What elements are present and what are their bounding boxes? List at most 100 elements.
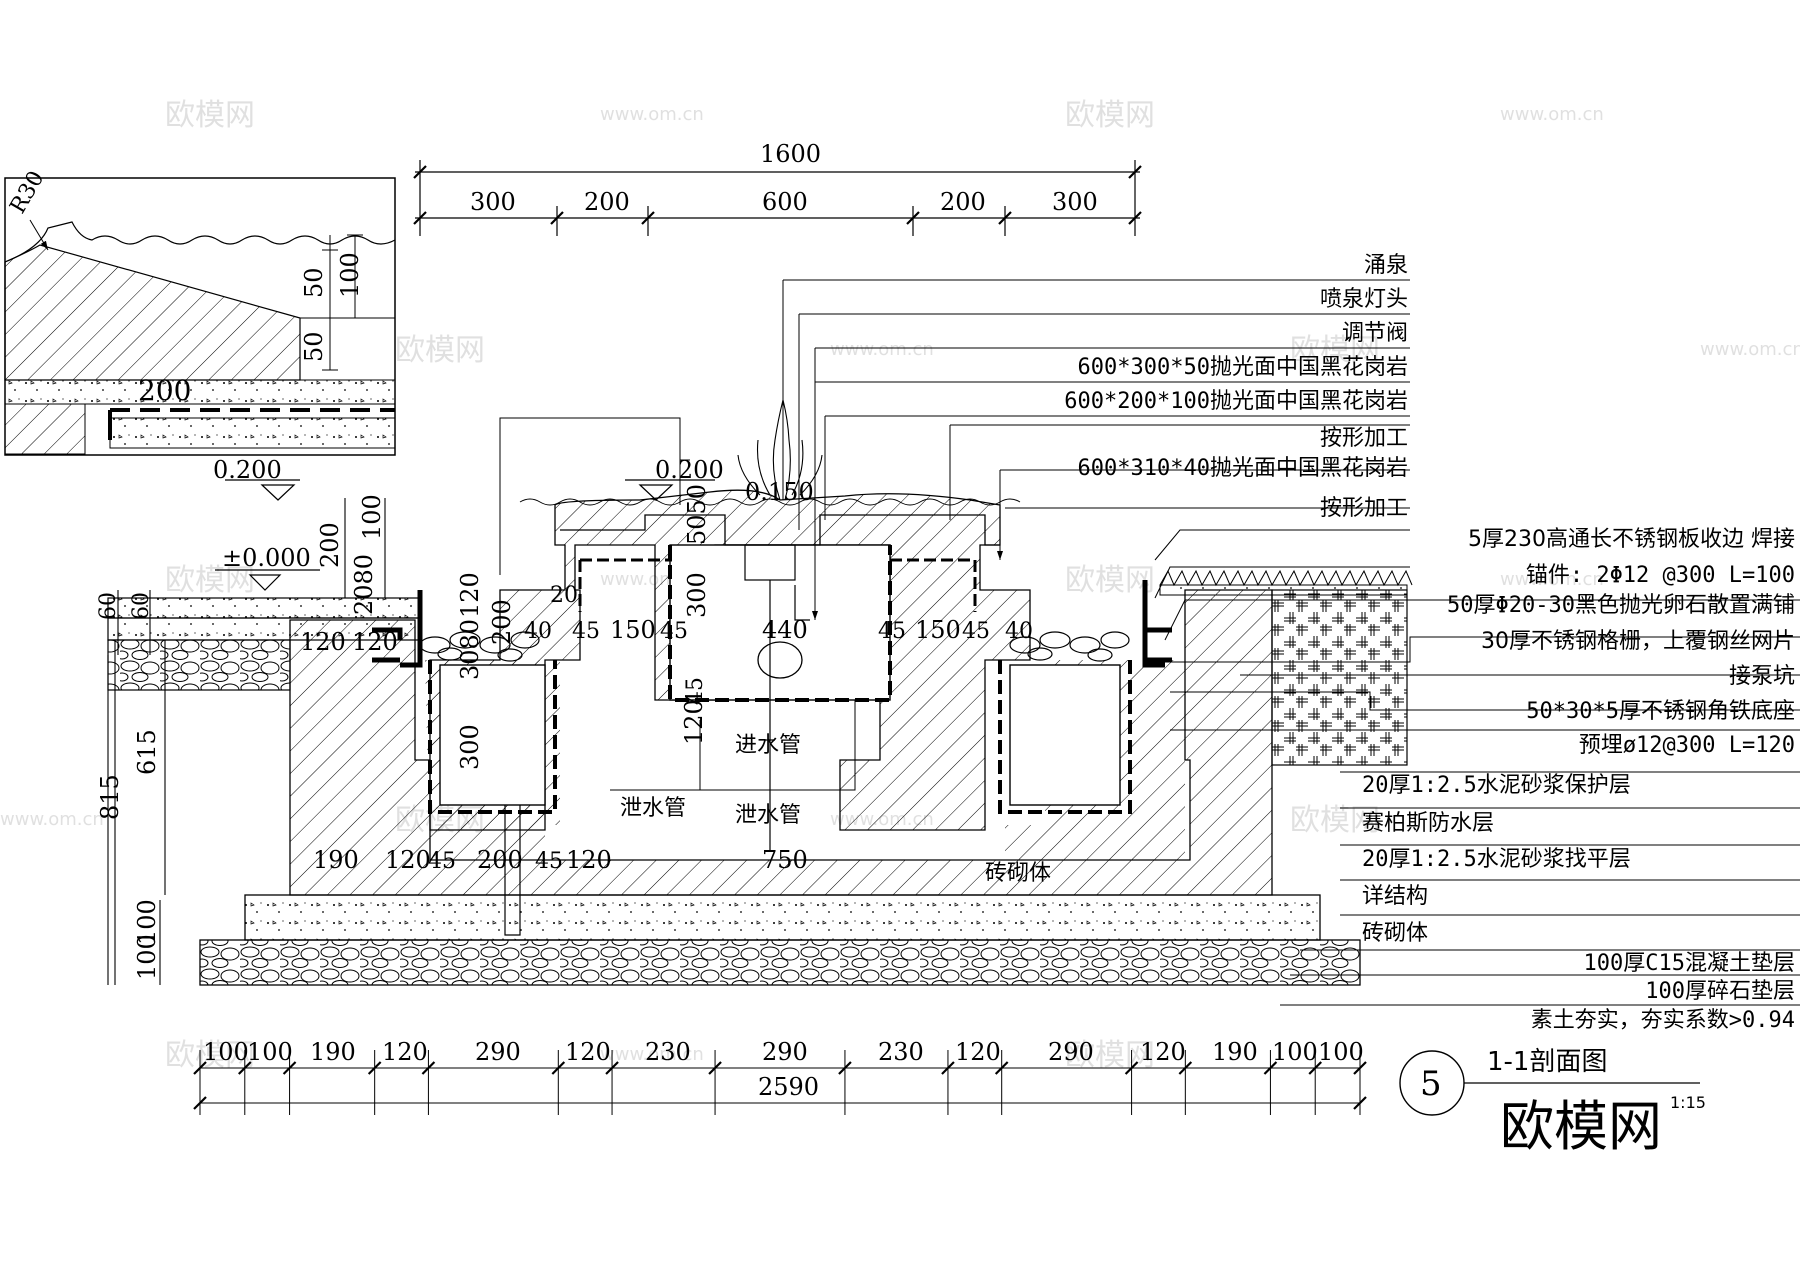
watermark-logo: 欧模网 (165, 1038, 255, 1073)
bottom-dim-slash (1308, 1061, 1322, 1075)
callout-label: 600*300*50抛光面中国黑花岗岩 (1078, 355, 1408, 380)
inner-dim: 300 (456, 724, 484, 770)
watermark-url: www.om.cn (1700, 339, 1800, 360)
callout-label: 砖砌体 (1362, 921, 1428, 946)
top-dim-segment: 300 (1052, 188, 1098, 216)
bottom-dim-slash (605, 1061, 619, 1075)
inner-dim: 190 (313, 846, 359, 874)
inner-dim: 440 (762, 616, 808, 644)
bottom-dim-slash (421, 1061, 436, 1075)
bottom-dim-slash (367, 1061, 382, 1075)
bottom-dimension-ticks (193, 1050, 1367, 1115)
callout-label: 预埋ø12@300 L=120 (1579, 733, 1795, 758)
bottom-dim-segment: 230 (878, 1038, 924, 1066)
bottom-dim-total: 2590 (758, 1073, 819, 1101)
inner-dim: 200 (488, 599, 516, 645)
bottom-dim-segment: 290 (762, 1038, 808, 1066)
central-body (429, 489, 1031, 831)
drain-pipe-center-label: 泄水管 (735, 803, 801, 828)
title-block: 5 1-1剖面图 1:15 欧模网 (1399, 1047, 1706, 1158)
left-dim-200: 200 (316, 522, 344, 568)
elevation-center-top: 0.200 (655, 456, 724, 484)
inset-radius-label: R30 (6, 167, 50, 218)
left-dim-60b: 60 (129, 592, 154, 620)
watermark-url: www.om.cn (0, 809, 104, 830)
bottom-dim-slash (1124, 1061, 1139, 1075)
bottom-dim-slash (1353, 1096, 1367, 1110)
inlet-pipe-label: 进水管 (735, 733, 801, 758)
callout-label: 调节阀 (1342, 321, 1408, 346)
callout-label: 接泵坑 (1729, 664, 1795, 689)
watermark-logo: 欧模网 (165, 98, 255, 133)
bottom-dim-slash (238, 1061, 252, 1075)
callout-label: 50*30*5厚不锈钢角铁底座 (1526, 699, 1795, 724)
left-dim-2080: 2080 (350, 554, 378, 615)
top-dim-segment: 200 (584, 188, 630, 216)
inner-dim: 40 (1005, 619, 1033, 644)
bottom-dim-segment: 120 (1140, 1038, 1186, 1066)
bottom-dim-slash (994, 1061, 1009, 1075)
watermark-url: www.om.cn (600, 104, 704, 125)
bottom-dim-slash (1263, 1061, 1278, 1075)
left-dim-100: 100 (358, 494, 386, 540)
inner-dim: 40 (524, 619, 552, 644)
watermark-url: www.om.cn (600, 1044, 704, 1065)
watermark-url: www.om.cn (1500, 569, 1604, 590)
bottom-dim-segment: 100 (1318, 1038, 1364, 1066)
callout-label: 100厚碎石垫层 (1645, 979, 1795, 1004)
inner-dim: 750 (762, 846, 808, 874)
callout-label: 600*200*100抛光面中国黑花岗岩 (1064, 389, 1408, 414)
elevation-left-top: 0.200 (213, 456, 282, 484)
left-dim-815: 815 (96, 774, 124, 820)
bottom-dim-slash (838, 1061, 852, 1075)
concrete-base (244, 894, 1321, 941)
top-dim-segment: 200 (940, 188, 986, 216)
bottom-dim-slash (282, 1061, 297, 1075)
inner-dim: 150 (610, 616, 656, 644)
callout-label: 5厚230高通长不锈钢板收边 焊接 (1468, 527, 1795, 552)
inner-dim: 45 (428, 849, 456, 874)
right-pit (1009, 664, 1121, 806)
watermark-logo: 欧模网 (1065, 563, 1155, 598)
inner-dim: 45 (683, 677, 708, 705)
inner-dim: 120 (456, 572, 484, 618)
top-dimension-lines (413, 160, 1142, 236)
watermark-layer: 欧模网 www.om.cn 欧模网 www.om.cn 欧模网 www.om.c… (0, 98, 1800, 1073)
callout-label: 按形加工 (1320, 426, 1408, 451)
bottom-dim-slash (941, 1061, 955, 1075)
inset-dim-50b: 50 (300, 331, 328, 362)
bottom-dim-slash (551, 1061, 566, 1075)
inner-dim: 300 (683, 572, 711, 618)
inset-dim-50a: 50 (300, 267, 328, 298)
watermark-logo: 欧模网 (1290, 803, 1380, 838)
watermark-url: www.om.cn (830, 339, 934, 360)
top-dim-segment: 300 (470, 188, 516, 216)
callout-label: 喷泉灯头 (1320, 287, 1408, 312)
bottom-dim-segment: 100 (1272, 1038, 1318, 1066)
left-dim-60a: 60 (96, 592, 121, 620)
main-section (107, 279, 1800, 1104)
callout-label: 20厚1:2.5水泥砂浆保护层 (1362, 773, 1631, 798)
inner-dim: 120 (300, 628, 346, 656)
inner-dim: 120 (680, 699, 708, 745)
inner-dim: 120 (566, 846, 612, 874)
bottom-dim-segment: 190 (1212, 1038, 1258, 1066)
inner-dim: 120 (352, 628, 398, 656)
callout-label: 50厚Φ20-30黑色抛光卵石散置满铺 (1447, 593, 1795, 618)
inner-dim: 150 (915, 616, 961, 644)
inner-dim: 3080 (456, 619, 484, 680)
bottom-dim-slash (1178, 1061, 1193, 1075)
callout-label: 按形加工 (1320, 496, 1408, 521)
callout-label: 100厚C15混凝土垫层 (1584, 951, 1795, 976)
inner-dim: 120 (385, 846, 431, 874)
central-chamber (669, 544, 891, 701)
bottom-dim-segment: 120 (382, 1038, 428, 1066)
drain-pipe-left-label: 泄水管 (620, 796, 686, 821)
watermark-logo: 欧模网 (395, 333, 485, 368)
bottom-dim-segment: 100 (247, 1038, 293, 1066)
masonry-label: 砖砌体 (985, 861, 1051, 886)
watermark-logo: 欧模网 (1290, 333, 1380, 368)
detail-inset (4, 177, 396, 456)
inner-dim: 45 (962, 619, 990, 644)
watermark-logo: 欧模网 (1065, 98, 1155, 133)
